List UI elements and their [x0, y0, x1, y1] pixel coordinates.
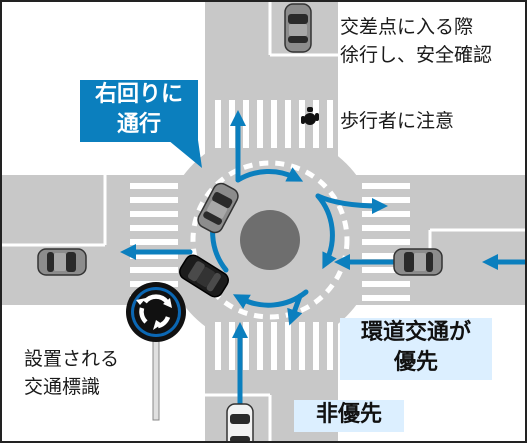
yield-line-ring — [190, 160, 350, 320]
exit-arrow-south — [287, 293, 303, 326]
clockwise-line2: 通行 — [116, 112, 161, 137]
intersection-caution-line1: 交差点に入る際 — [340, 16, 474, 38]
pedestrian-icon — [301, 107, 319, 125]
crosswalk-right — [362, 183, 410, 301]
crosswalk-bottom — [215, 322, 333, 370]
pedestrian-caution-label: 歩行者に注意 — [340, 110, 455, 132]
intersection-caution-line2: 徐行し、安全確認 — [340, 44, 493, 66]
car-icon — [284, 3, 312, 53]
car-icon — [393, 248, 443, 276]
circulation-arrows — [119, 109, 527, 423]
priority-line2: 優先 — [393, 350, 438, 375]
sign-caption-line2: 交通標識 — [24, 376, 101, 398]
callout-pointer — [168, 140, 202, 168]
ring-arrow-right — [315, 193, 337, 270]
priority-line1: 環道交通が — [360, 320, 471, 345]
ring-arrow-top — [235, 167, 304, 183]
exit-arrow-east — [315, 193, 389, 214]
car-icon — [226, 403, 254, 443]
roundabout-sign-icon — [126, 282, 186, 421]
central-island — [240, 210, 300, 270]
priority-callout: 環道交通が 優先 — [340, 318, 492, 380]
sign-caption-line1: 設置される — [24, 348, 120, 370]
crosswalk-top — [215, 100, 333, 148]
clockwise-callout: 右回りに 通行 — [80, 80, 198, 142]
non-priority-label: 非優先 — [315, 402, 382, 427]
clockwise-line1: 右回りに — [94, 82, 183, 107]
non-priority-callout: 非優先 — [294, 400, 404, 432]
car-icon — [37, 248, 87, 276]
